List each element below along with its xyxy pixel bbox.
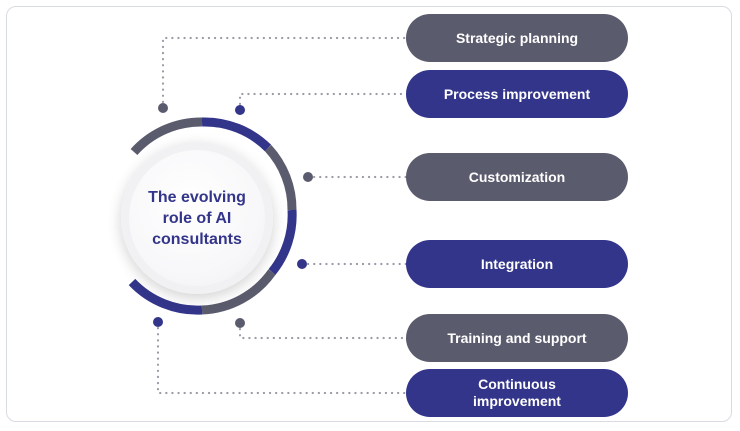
pill-label: Customization — [468, 168, 566, 185]
pill-training-and-support: Training and support — [406, 314, 628, 362]
pill-label: Strategic planning — [455, 29, 579, 46]
ring-segment-top-right — [201, 117, 272, 152]
pill-strategic-planning: Strategic planning — [406, 14, 628, 62]
pill-label: Process improvement — [443, 85, 591, 102]
connector-training-support — [238, 321, 408, 340]
ring-segment-top-left — [130, 117, 203, 156]
ring-segment-bottom-left — [128, 278, 203, 315]
pill-label: Training and support — [447, 329, 587, 346]
ring-segment-right-upper — [264, 144, 297, 211]
pill-label: Integration — [480, 255, 554, 272]
center-circle: The evolving role of AI consultants — [121, 142, 273, 294]
center-title: The evolving role of AI consultants — [148, 188, 246, 248]
dot-training-support — [235, 318, 245, 328]
connector-continuous-improvement — [156, 320, 408, 395]
ring-segment-bottom-right — [201, 269, 276, 315]
ring-segment-right-lower — [268, 209, 297, 275]
dot-continuous-improvement — [153, 317, 163, 327]
pill-continuous-improvement: Continuous improvement — [406, 369, 628, 417]
connector-strategic-planning — [161, 36, 408, 110]
pill-integration: Integration — [406, 240, 628, 288]
dot-process-improvement — [235, 105, 245, 115]
pill-label: Continuous improvement — [473, 376, 561, 409]
dot-customization — [303, 172, 313, 182]
connector-process-improvement — [238, 92, 408, 112]
dot-strategic-planning — [158, 103, 168, 113]
dot-integration — [297, 259, 307, 269]
pill-process-improvement: Process improvement — [406, 70, 628, 118]
pill-customization: Customization — [406, 153, 628, 201]
